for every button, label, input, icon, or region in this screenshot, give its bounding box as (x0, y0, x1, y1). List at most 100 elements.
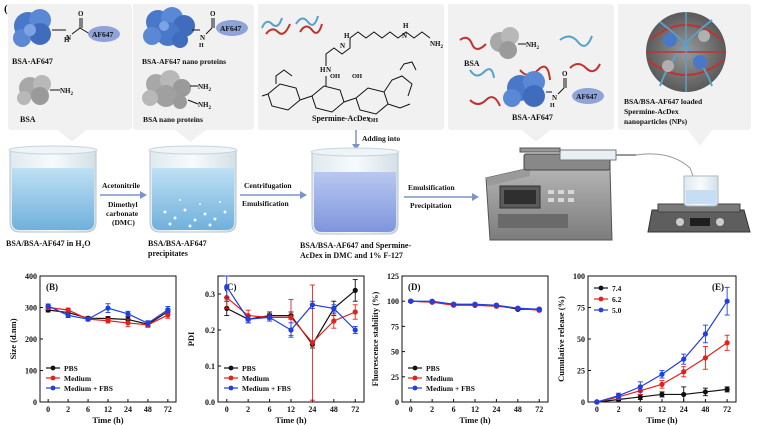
y-tick-label: 100 (387, 297, 399, 306)
x-tick-label: 0 (46, 405, 50, 414)
data-point (309, 340, 316, 346)
data-point (472, 301, 478, 307)
amide-h: H (550, 103, 555, 109)
x-tick-label: 72 (535, 405, 543, 414)
step-2-label-a: Centrifugation (244, 181, 292, 190)
legend-entry: 7.4 (612, 284, 622, 293)
step-1-label-b: Dimethyl (108, 200, 138, 209)
x-axis-label: Time (h) (92, 415, 123, 425)
y-tick-label: 0 (581, 398, 585, 407)
step-2-label-b: Emulsification (242, 199, 289, 208)
carbonyl-o: O (210, 10, 216, 18)
bsa-label: BSA (20, 115, 36, 124)
data-point (352, 309, 358, 315)
data-point (681, 356, 687, 362)
legend-marker (228, 375, 234, 381)
amine-h-1: H (344, 32, 350, 40)
nps-label-line-1: BSA/BSA-AF647 loaded (624, 97, 703, 106)
legend-marker (50, 365, 56, 371)
amine-n-1: N (340, 42, 345, 50)
legend-entry: PBS (242, 364, 256, 373)
series-medium-fbs (224, 275, 358, 338)
bsa-protein-icon (490, 27, 519, 59)
panel-label: (B) (46, 282, 58, 292)
panel-a: (A) H N O AF647 BSA-AF647 NH2 BSA (4, 3, 751, 260)
step-1-arrowhead (140, 191, 147, 199)
callout-box-2: N H O AF647 BSA-AF647 nano proteins NH2 … (133, 4, 254, 142)
data-point (681, 369, 687, 375)
legend-marker (228, 365, 234, 371)
data-point (493, 302, 500, 308)
data-point (352, 287, 358, 293)
x-tick-label: 72 (351, 405, 359, 414)
data-point (515, 305, 521, 311)
data-point (724, 340, 730, 346)
y-tick-label: 50 (577, 335, 585, 344)
data-point (724, 386, 730, 392)
bsa-af647-nano-protein-icon (143, 7, 195, 48)
legend-entry: PBS (64, 364, 78, 373)
series-5-0 (594, 286, 730, 405)
data-point (702, 355, 709, 361)
x-tick-label: 0 (409, 405, 413, 414)
adding-into-label: Adding into (362, 134, 400, 143)
data-point (105, 318, 111, 324)
x-tick-label: 12 (104, 405, 112, 414)
y-tick-label: 0 (395, 398, 399, 407)
y-tick-label: 0.0 (205, 398, 215, 407)
callout-box-4: NH2 BSA N H O AF647 BSA-AF647 (448, 4, 614, 142)
data-point (245, 316, 251, 322)
bsa-af647-protein-icon (13, 9, 51, 47)
nh2-label: NH2 (198, 101, 212, 111)
panel-label: (C) (224, 282, 237, 292)
beaker-3-caption-line-2: AcDex in DMC and 1% F-127 (300, 251, 403, 260)
beaker-1 (8, 145, 98, 233)
af647-dye-oval (88, 26, 120, 42)
legend-marker (50, 385, 56, 391)
x-tick-label: 6 (268, 405, 272, 414)
series-medium-fbs (408, 298, 542, 312)
legend-marker (598, 307, 604, 313)
bsa-af647-nano-label: BSA-AF647 nano proteins (142, 57, 226, 66)
data-point (408, 298, 414, 304)
callout-box-1: H N O AF647 BSA-AF647 NH2 BSA (8, 4, 132, 142)
data-point (165, 307, 171, 313)
y-tick-label: 0.3 (205, 290, 215, 299)
data-point (288, 327, 294, 333)
spermine-acdex-label: Spermine-AcDex (312, 114, 370, 123)
data-point (594, 399, 600, 405)
amine-nh2: NH2 (430, 40, 444, 50)
carbonyl-o: O (78, 10, 84, 18)
data-point (85, 316, 91, 322)
beaker-3-caption-line-1: BSA/BSA-AF647 and Spermine- (300, 241, 411, 250)
callout-box-3: H N H N NH2 H N OH OH OH Sp (258, 4, 444, 150)
data-point (266, 314, 273, 320)
data-point (429, 298, 435, 304)
data-point (724, 298, 730, 304)
carbonyl-o: O (562, 70, 568, 78)
y-tick-label: 50 (391, 348, 399, 357)
x-tick-label: 24 (308, 405, 316, 414)
y-axis-label: PDI (186, 331, 196, 346)
amide-h: H (199, 43, 204, 49)
beaker-2 (148, 145, 238, 233)
y-tick-label: 400 (25, 272, 37, 281)
y-tick-label: 100 (25, 367, 37, 376)
legend-entry: PBS (426, 364, 440, 373)
amide-h: H (64, 36, 70, 44)
data-point (125, 311, 131, 317)
bsa-nano-protein-icon (142, 70, 191, 109)
x-tick-label: 12 (287, 405, 295, 414)
amine-n-3: N (326, 66, 331, 74)
hydroxyl-1: OH (330, 73, 340, 80)
bsa-nano-label: BSA nano proteins (143, 115, 203, 124)
x-tick-label: 0 (595, 405, 599, 414)
data-point (637, 394, 643, 400)
data-point (331, 318, 337, 324)
data-point (615, 393, 622, 399)
